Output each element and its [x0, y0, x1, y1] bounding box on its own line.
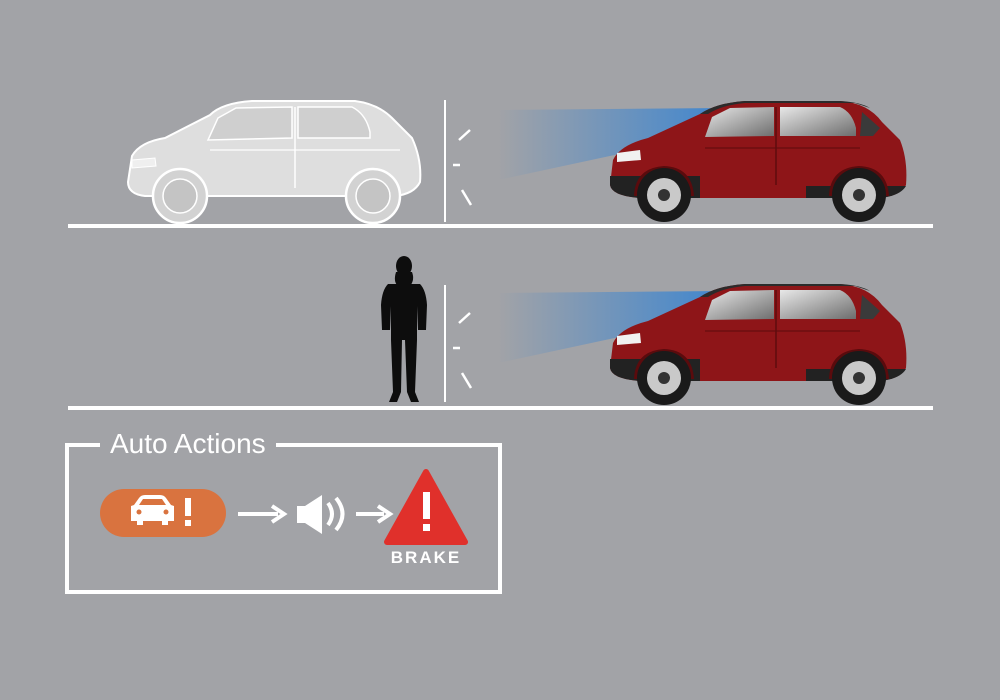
vehicle-ahead-illustration: [126, 100, 422, 225]
auto-actions-panel: [65, 443, 502, 594]
arrow-right-icon: [238, 504, 288, 524]
pedestrian-silhouette: [381, 256, 427, 402]
car-warning-icon: [100, 489, 226, 537]
speaker-alert-icon: [297, 495, 345, 534]
panel-title: Auto Actions: [100, 427, 276, 461]
brake-label: BRAKE: [390, 548, 462, 567]
warning-triangle-icon: [384, 469, 468, 545]
arrow-right-icon-2: [356, 504, 394, 524]
